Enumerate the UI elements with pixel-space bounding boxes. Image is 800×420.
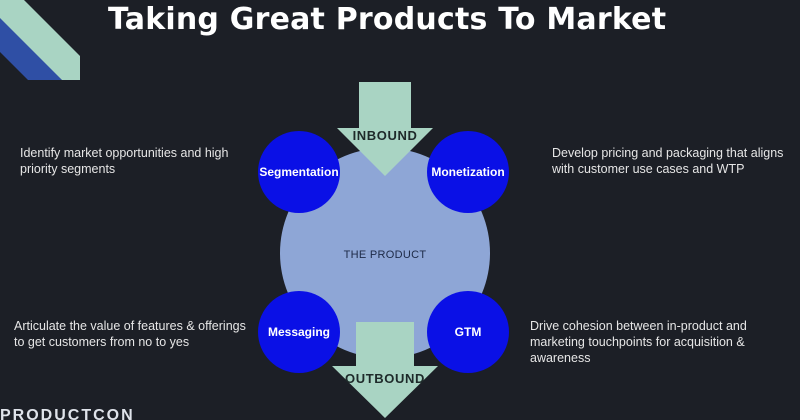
monetization-description: Develop pricing and packaging that align… [552,146,784,176]
gtm-label: GTM [454,325,482,339]
brand-logo-text: PRODUCTCON [0,407,135,420]
segmentation-node: Segmentation [258,131,340,213]
slide-title: Taking Great Products To Market [108,2,667,37]
inbound-label: INBOUND [352,128,418,143]
outbound-arrow [332,322,438,418]
corner-decoration [0,0,80,80]
monetization-node: Monetization [427,131,509,213]
segmentation-label: Segmentation [259,165,339,179]
segmentation-description: Identify market opportunities and high p… [20,146,229,176]
inbound-arrow [337,82,433,176]
messaging-label: Messaging [267,325,330,339]
outbound-label: OUTBOUND [345,371,425,386]
product-label: THE PRODUCT [343,249,427,261]
gtm-description: Drive cohesion between in-product and ma… [530,319,747,365]
messaging-description: Articulate the value of features & offer… [14,319,246,349]
gtm-node: GTM [427,291,509,373]
monetization-label: Monetization [431,165,505,179]
messaging-node: Messaging [258,291,340,373]
